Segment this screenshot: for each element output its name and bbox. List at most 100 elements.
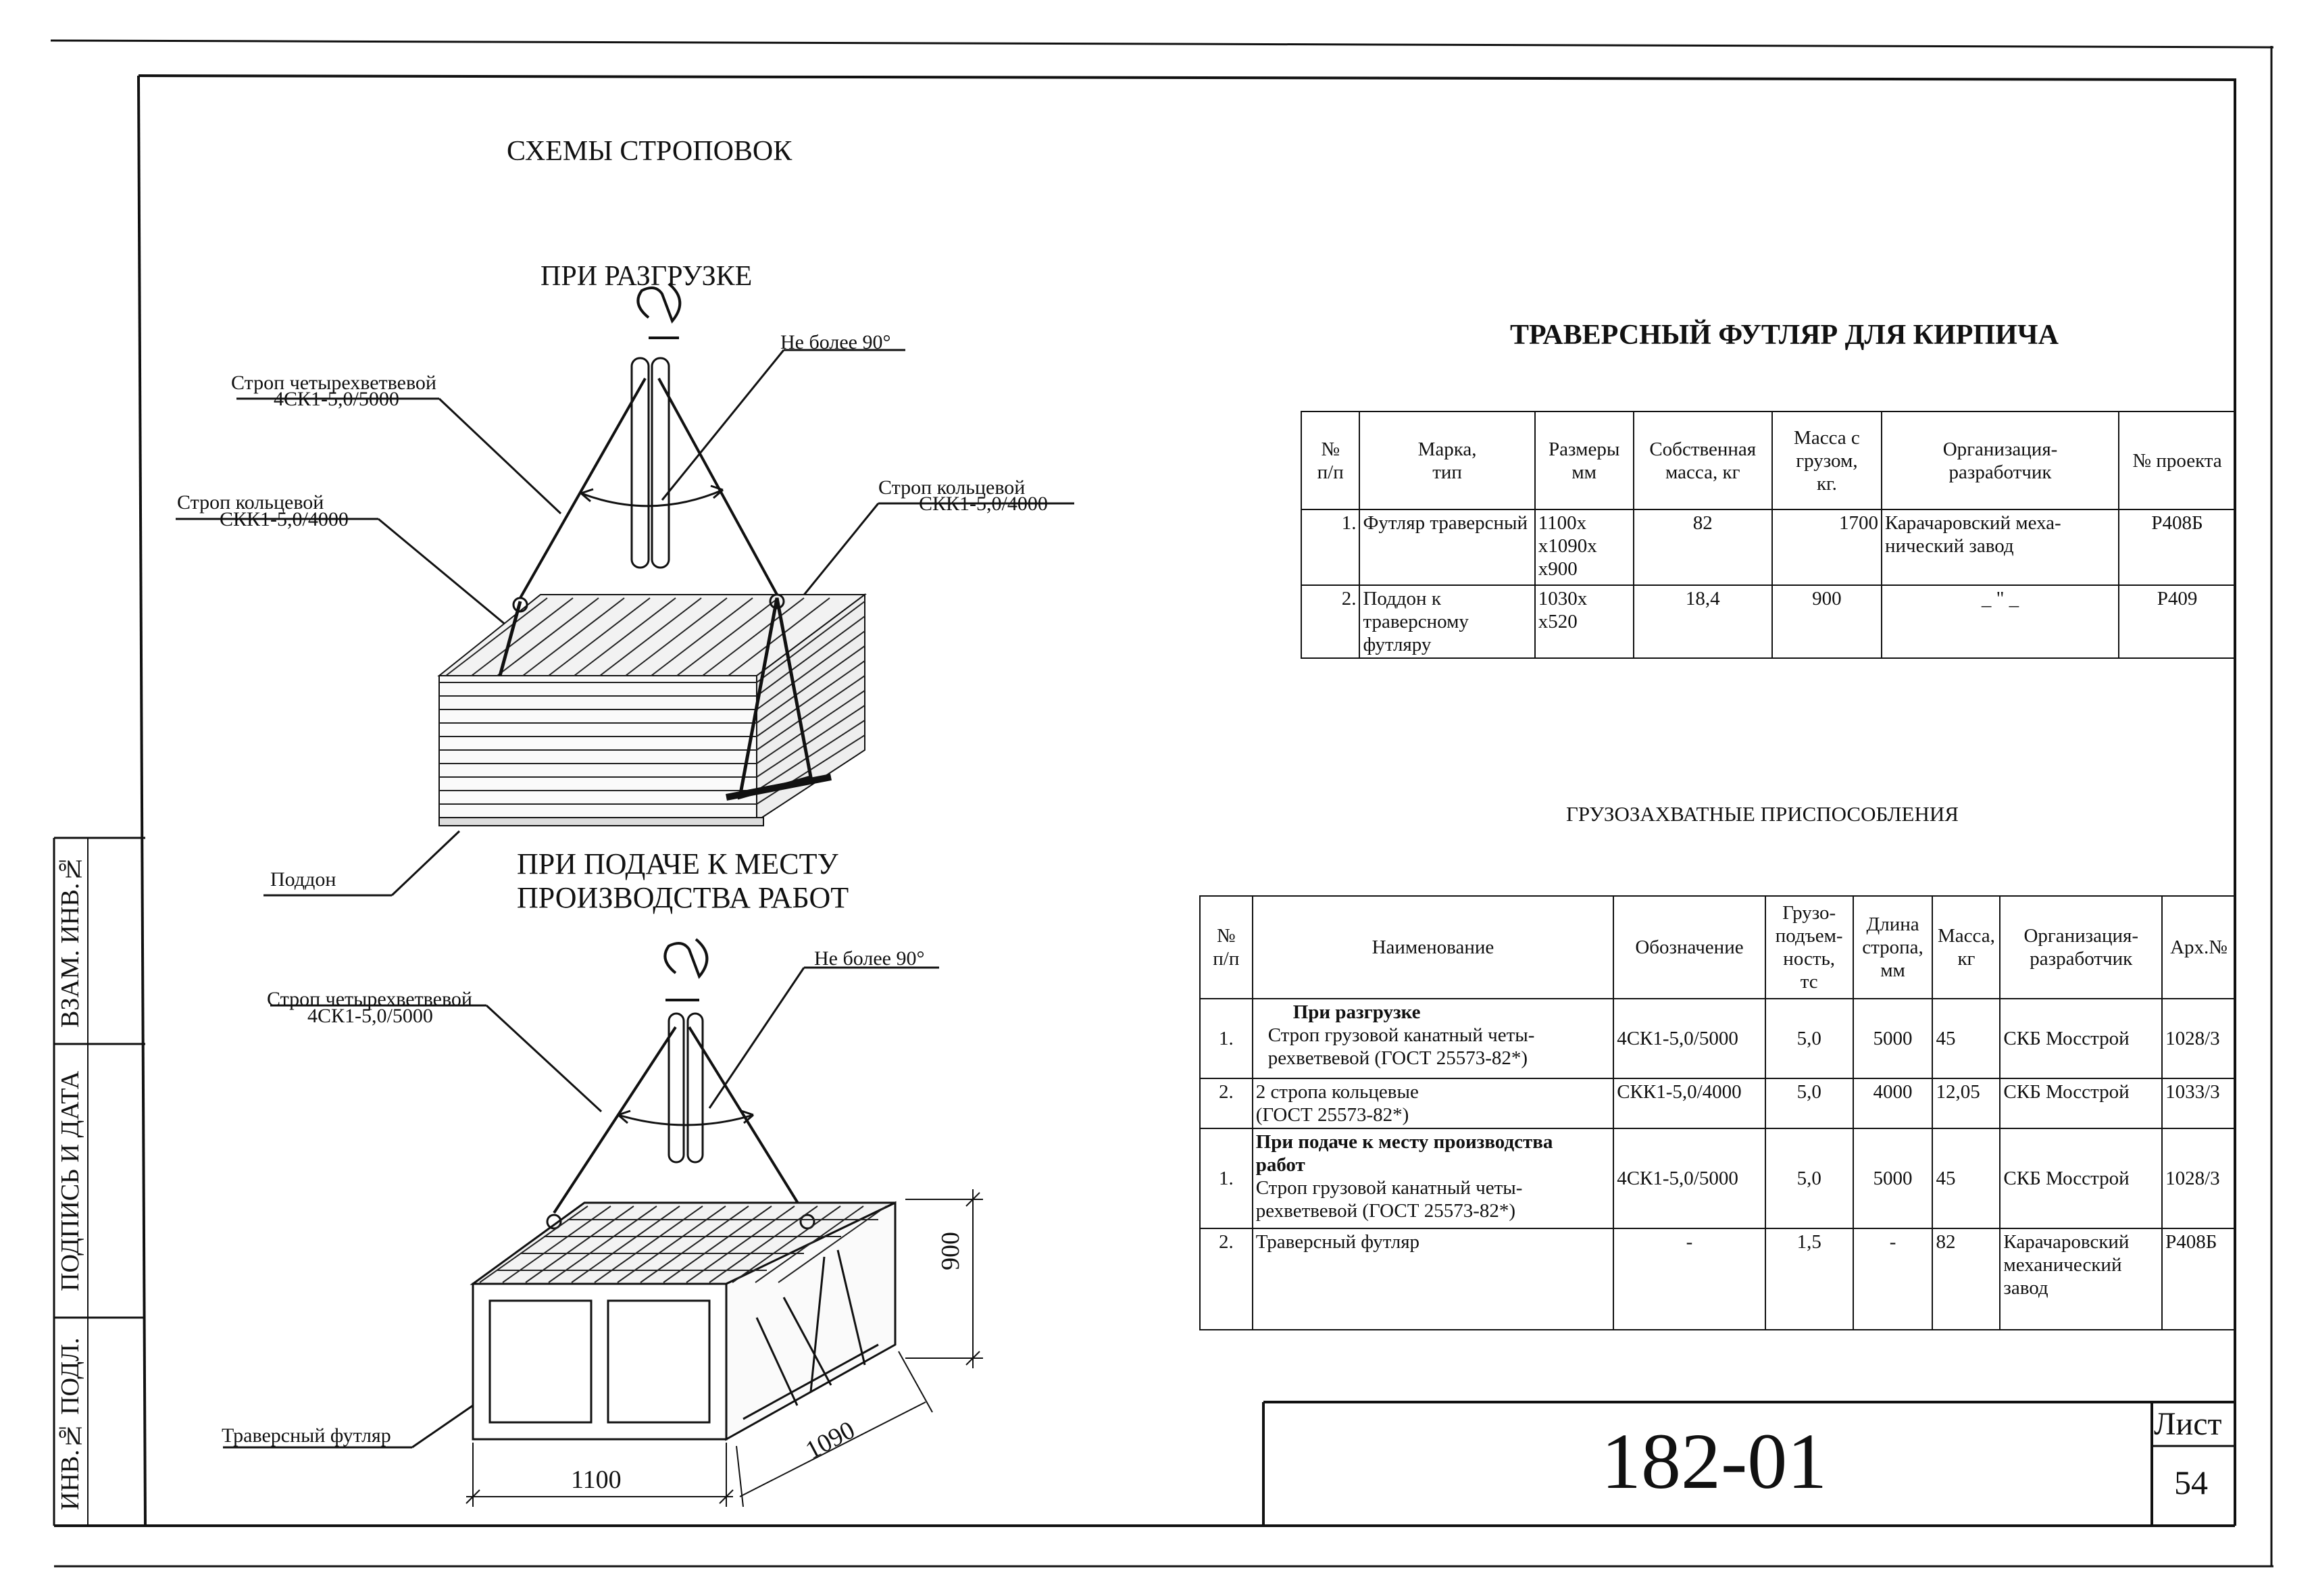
t2-cell-num: 2.: [1199, 1228, 1253, 1330]
t2-cell-mass: 82: [1932, 1228, 2001, 1330]
t1-cell-project: Р408Б: [2118, 509, 2236, 586]
table1-title: ТРАВЕРСНЫЙ ФУТЛЯР ДЛЯ КИРПИЧА: [1510, 320, 2059, 351]
t2-header-capacity: Грузо-подъем-ность,тс: [1764, 895, 1854, 999]
stamp-inv-podl: ИНВ.№ ПОДЛ.: [56, 1337, 84, 1511]
t1-header-project: № проекта: [2118, 411, 2236, 510]
t2-cell-length: 5000: [1852, 998, 1934, 1079]
t2-cell-length: 4000: [1852, 1078, 1934, 1129]
label-ring-right: Строп кольцевой: [878, 476, 1026, 499]
t2-cell-name: Траверсный футляр: [1251, 1228, 1615, 1330]
label-angle-top: Не более 90°: [780, 331, 891, 353]
t1-header-mark: Марка,тип: [1359, 411, 1536, 510]
sheet-number: 54: [2174, 1464, 2208, 1501]
t2-cell-capacity: 5,0: [1764, 1078, 1854, 1129]
t1-cell-num: 2.: [1300, 584, 1361, 659]
t1-cell-load-mass: 900: [1771, 584, 1882, 659]
label-sling4-top-mark: 4СК1-5,0/5000: [274, 388, 399, 410]
t1-cell-own-mass: 82: [1632, 509, 1773, 586]
t2-cell-length: -: [1852, 1228, 1934, 1330]
t2-cell-org: СКБ Мосстрой: [1999, 1078, 2163, 1129]
t2-cell-name: 2 стропа кольцевые(ГОСТ 25573-82*): [1251, 1078, 1615, 1129]
t2-cell-designation: 4СК1-5,0/5000: [1613, 998, 1766, 1079]
stamp-vzam-inv: ВЗАМ. ИНВ.№: [56, 854, 84, 1028]
t2-header-name: Наименование: [1251, 895, 1615, 999]
t1-cell-mark: Футляр траверсный: [1359, 509, 1536, 586]
t2-cell-name: При подаче к месту производства работ Ст…: [1251, 1128, 1615, 1229]
t2-cell-designation: -: [1613, 1228, 1766, 1330]
t2-cell-length: 5000: [1852, 1128, 1934, 1229]
t2-section-unloading: При разгрузке: [1292, 1001, 1421, 1023]
t2-cell-capacity: 1,5: [1764, 1228, 1854, 1330]
t1-cell-num: 1.: [1300, 509, 1361, 586]
label-sling4-bottom-mark: 4СК1-5,0/5000: [307, 1005, 433, 1027]
t2-name-lines: 2 стропа кольцевые(ГОСТ 25573-82*): [1255, 1081, 1419, 1126]
t2-cell-mass: 12,05: [1932, 1078, 2001, 1129]
t1-cell-org: _ " _: [1880, 584, 2120, 659]
delivery-title-line1: ПРИ ПОДАЧЕ К МЕСТУ: [517, 847, 838, 880]
table-row: 2. Траверсный футляр - 1,5 - 82 Карачаро…: [1199, 1228, 2236, 1330]
t2-cell-mass: 45: [1932, 1128, 2001, 1229]
label-sling4-bottom: Строп четырехветвевой: [267, 988, 472, 1010]
t2-cell-designation: СКК1-5,0/4000: [1613, 1078, 1766, 1129]
t2-cell-num: 2.: [1199, 1078, 1253, 1129]
t2-cell-capacity: 5,0: [1764, 1128, 1854, 1229]
t2-header-arch: Арх.№: [2161, 895, 2236, 999]
table2-title: ГРУЗОЗАХВАТНЫЕ ПРИСПОСОБЛЕНИЯ: [1566, 802, 1959, 826]
stamp-podpis-data: ПОДПИСЬ И ДАТА: [56, 1070, 84, 1291]
t2-name-lines: Строп грузовой канатный четы-рехветвевой…: [1267, 1024, 1535, 1069]
dimension-height: 900: [936, 1232, 965, 1270]
label-ring-right-mark: СКК1-5,0/4000: [919, 493, 1048, 515]
t2-cell-num: 1.: [1199, 1128, 1253, 1229]
t1-cell-load-mass: 1700: [1771, 509, 1882, 586]
t2-cell-arch: Р408Б: [2161, 1228, 2236, 1330]
sheet-label: Лист: [2154, 1406, 2222, 1442]
doc-number: 182-01: [1601, 1417, 1828, 1505]
label-ring-left: Строп кольцевой: [177, 491, 324, 514]
t2-section-delivery: При подаче к месту производства работ: [1255, 1131, 1553, 1176]
t2-cell-num: 1.: [1199, 998, 1253, 1079]
t2-cell-capacity: 5,0: [1764, 998, 1854, 1079]
label-pallet: Поддон: [270, 868, 336, 891]
t2-cell-arch: 1028/3: [2161, 1128, 2236, 1229]
t1-header-org: Организация-разработчик: [1880, 411, 2120, 510]
table-row: 1. При разгрузке Строп грузовой канатный…: [1199, 998, 2236, 1079]
t2-cell-mass: 45: [1932, 998, 2001, 1079]
t1-cell-own-mass: 18,4: [1632, 584, 1773, 659]
label-angle-bottom: Не более 90°: [814, 947, 925, 970]
t2-cell-org: СКБ Мосстрой: [1999, 1128, 2163, 1229]
table-row: 2. 2 стропа кольцевые(ГОСТ 25573-82*) СК…: [1199, 1078, 2236, 1129]
t2-cell-designation: 4СК1-5,0/5000: [1613, 1128, 1766, 1229]
label-ring-left-mark: СКК1-5,0/4000: [220, 508, 349, 530]
t2-header-mass: Масса,кг: [1932, 895, 2001, 999]
t2-header-designation: Обозначение: [1613, 895, 1766, 999]
t2-cell-arch: 1033/3: [2161, 1078, 2236, 1129]
t2-header-org: Организация-разработчик: [1999, 895, 2163, 999]
t2-cell-name: При разгрузке Строп грузовой канатный че…: [1251, 998, 1615, 1079]
unloading-title: ПРИ РАЗГРУЗКЕ: [540, 261, 753, 292]
t2-name-lines: Строп грузовой канатный четы-рехветвевой…: [1255, 1177, 1523, 1222]
label-sling4-top: Строп четырехветвевой: [231, 372, 436, 394]
t1-cell-org: Карачаровский меха-нический завод: [1880, 509, 2120, 586]
t2-name-lines: Траверсный футляр: [1255, 1231, 1420, 1253]
delivery-title-line2: ПРОИЗВОДСТВА РАБОТ: [517, 881, 849, 914]
t2-cell-org: СКБ Мосстрой: [1999, 998, 2163, 1079]
t2-cell-arch: 1028/3: [2161, 998, 2236, 1079]
t1-cell-project: Р409: [2118, 584, 2236, 659]
dimension-width: 1100: [571, 1466, 622, 1494]
label-case: Траверсный футляр: [222, 1424, 391, 1447]
